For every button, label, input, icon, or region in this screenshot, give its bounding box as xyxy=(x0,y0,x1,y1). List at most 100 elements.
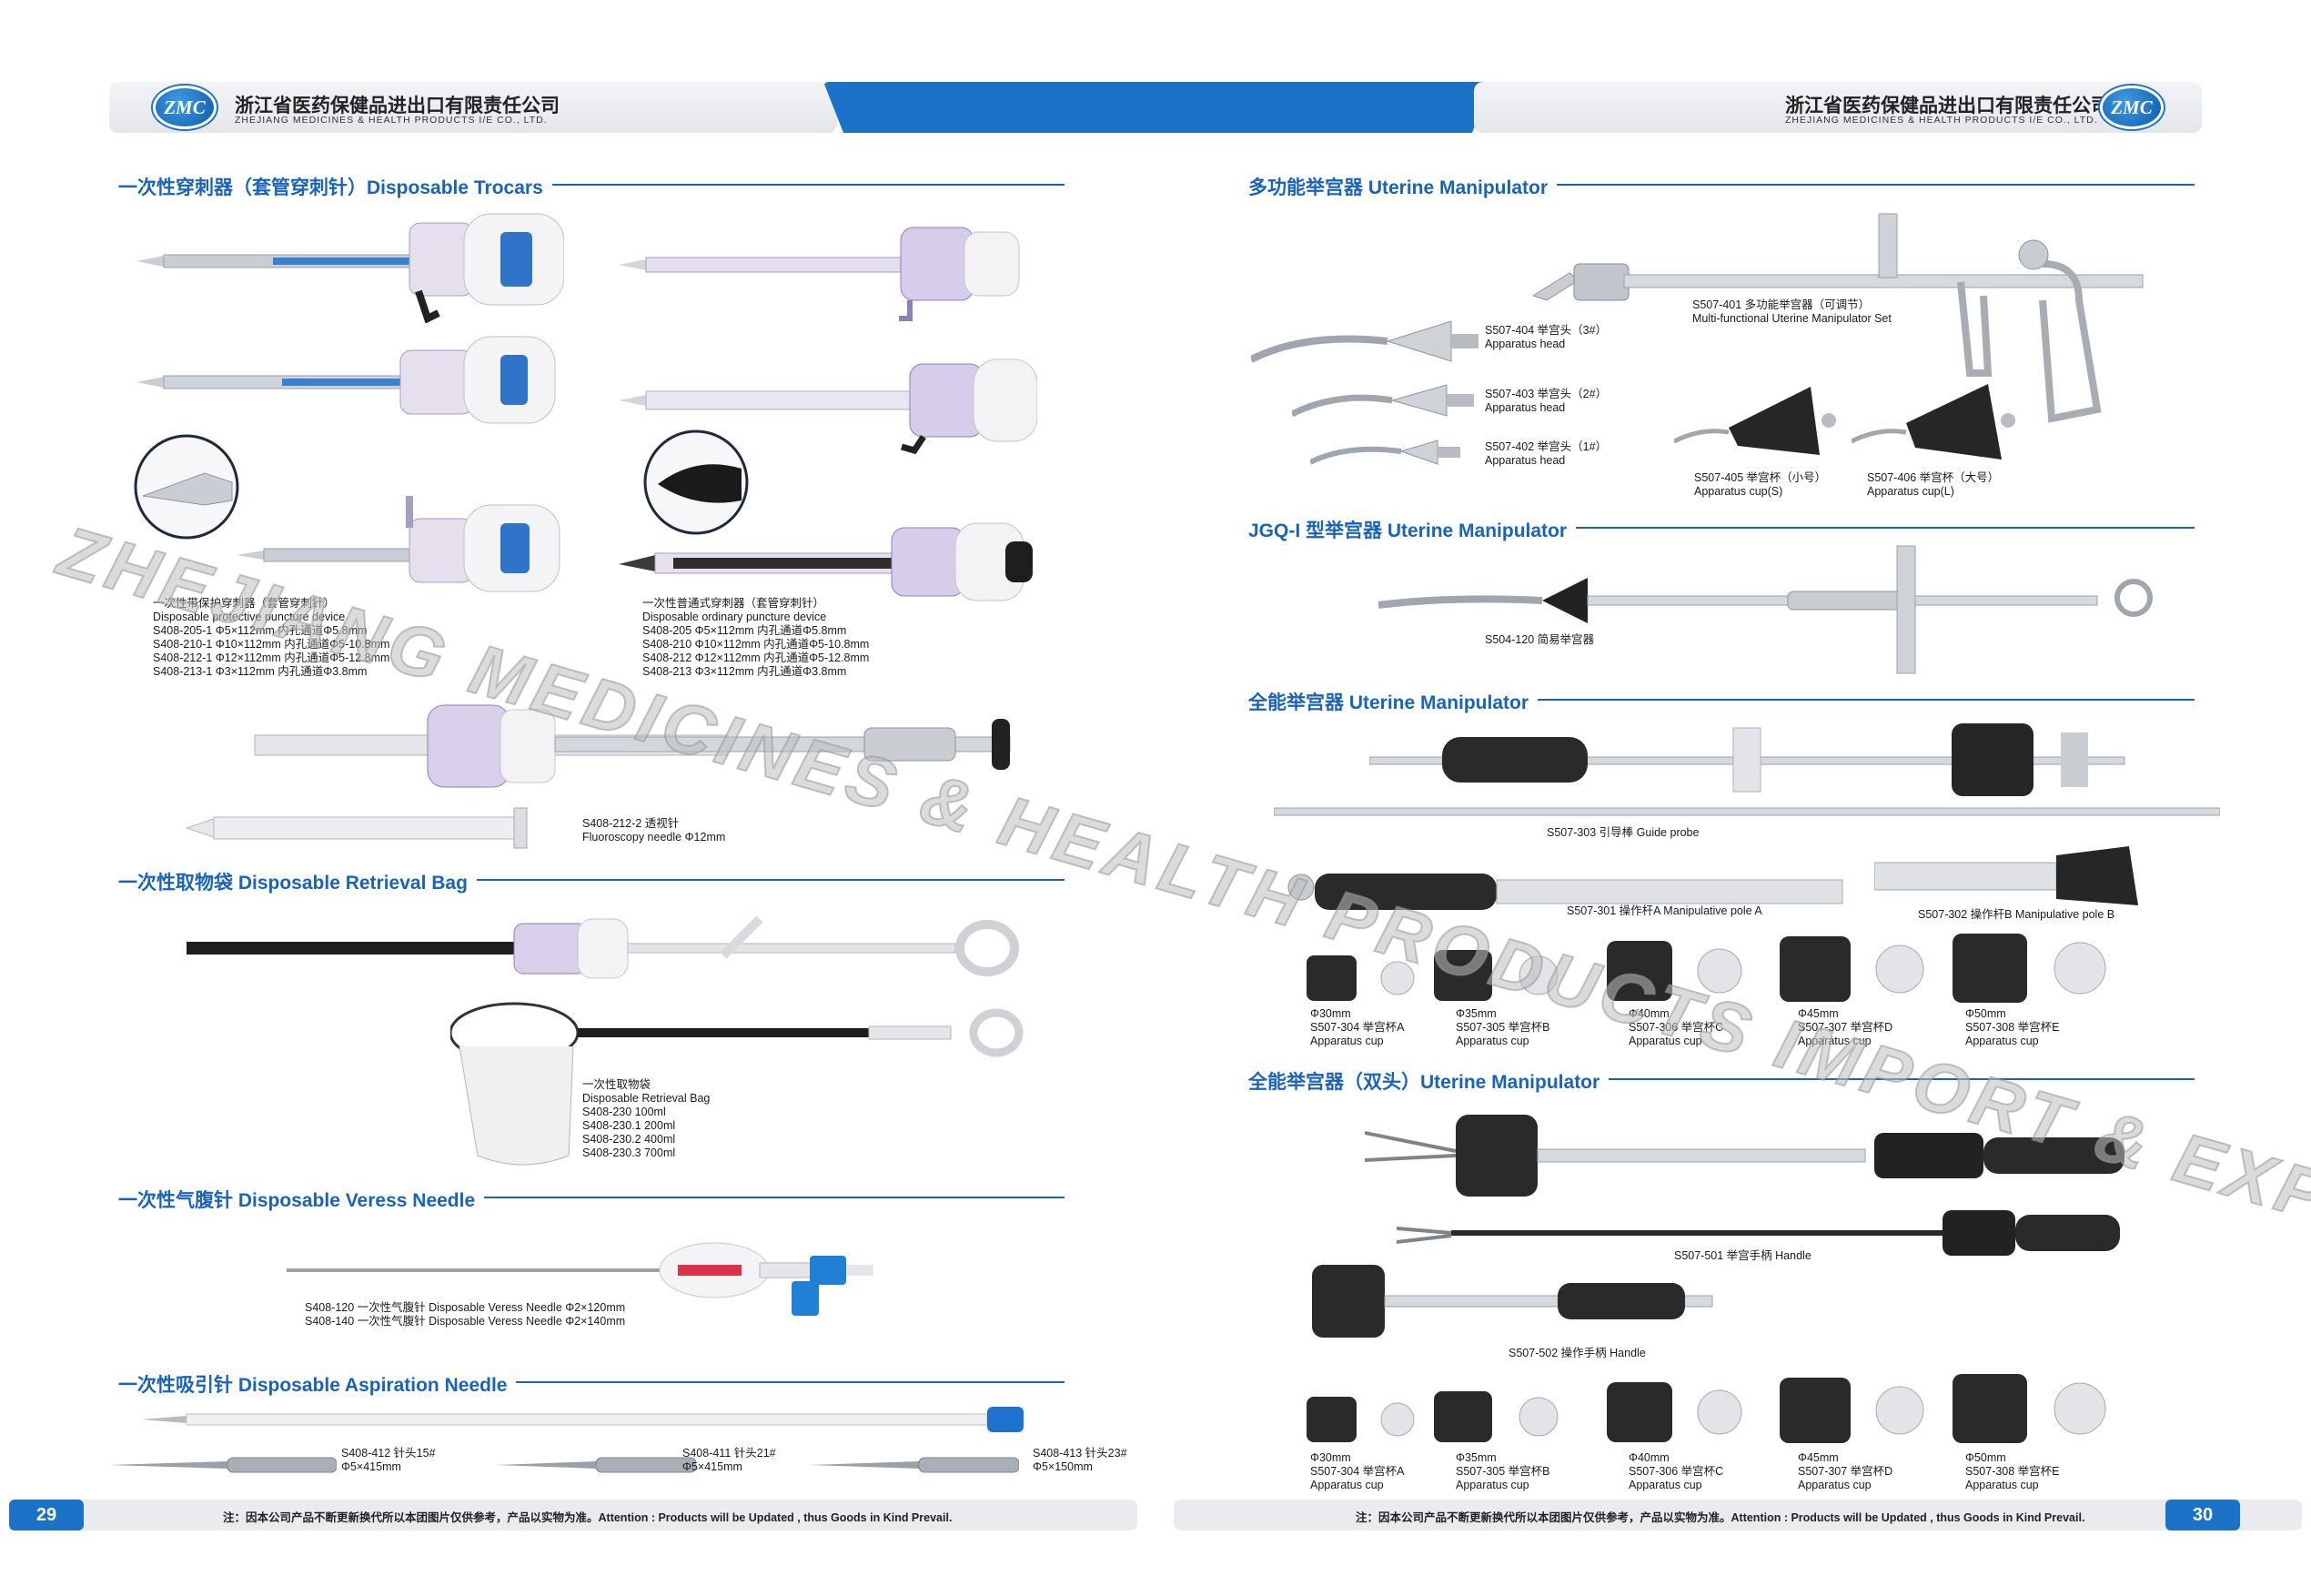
apparatus-cup-small-image xyxy=(1674,382,1838,464)
caption-aspiration-413: S408-413 针头23#Φ5×150mm xyxy=(1033,1447,1127,1473)
apparatus-cup-d-image xyxy=(1780,1374,1934,1447)
footer-bar-left xyxy=(9,1500,1137,1530)
apparatus-cup-c-image xyxy=(1607,1379,1752,1446)
page-number-right: 30 xyxy=(2165,1500,2240,1530)
apparatus-cup-b-image xyxy=(1434,1388,1570,1446)
caption-guide-probe: S507-303 引导棒 Guide probe xyxy=(1547,826,1700,839)
caption-head-402: S507-402 举宫头（1#）Apparatus head xyxy=(1485,440,1608,467)
retrieval-bag-applicator-image xyxy=(187,887,1024,1005)
double-manipulator-handle-2-image xyxy=(1312,1256,1731,1347)
section-rule xyxy=(118,184,1065,186)
fluoroscopy-needle-image xyxy=(187,801,550,855)
section-title-aspiration-needle: 一次性吸引针 Disposable Aspiration Needle xyxy=(118,1370,517,1398)
apparatus-cup-c-image xyxy=(1607,937,1752,1005)
section-title-allround-manipulator: 全能举宫器 Uterine Manipulator xyxy=(1248,688,1539,715)
apparatus-head-2-image xyxy=(1292,378,1492,423)
caption-jgq: S504-120 简易举宫器 xyxy=(1485,633,1595,646)
section-rule xyxy=(1248,527,2195,529)
footer-note-right: 注：因本公司产品不断更新换代所以本团图片仅供参考，产品以实物为准。Attenti… xyxy=(1356,1511,2085,1524)
caption-handle-501: S507-501 举宫手柄 Handle xyxy=(1674,1249,1811,1262)
caption-handle-502: S507-502 操作手柄 Handle xyxy=(1509,1347,1646,1359)
footer-note-left: 注：因本公司产品不断更新换代所以本团图片仅供参考，产品以实物为准。Attenti… xyxy=(223,1511,953,1524)
section-title-multi-manipulator: 多功能举宫器 Uterine Manipulator xyxy=(1248,173,1558,200)
apparatus-cup-e-image xyxy=(1953,930,2116,1006)
apparatus-cup-b-image xyxy=(1434,946,1570,1005)
section-rule xyxy=(1248,1078,2195,1080)
manipulative-pole-a-image xyxy=(1283,860,1847,924)
trocar-tip-detail-1 xyxy=(132,432,241,541)
section-rule xyxy=(1248,699,2195,701)
caption-cup-405: S507-405 举宫杯（小号）Apparatus cup(S) xyxy=(1694,471,1827,498)
trocar-image-5 xyxy=(136,487,564,596)
double-manipulator-probe-image xyxy=(1397,1201,2124,1256)
guide-probe-image xyxy=(1274,803,2220,821)
caption-protective-trocar: 一次性带保护穿刺器（套管穿刺针）Disposable protective pu… xyxy=(153,597,390,678)
caption-aspiration-412: S408-412 针头15#Φ5×415mm xyxy=(341,1447,436,1473)
header-bar-left xyxy=(109,82,837,133)
section-rule xyxy=(1248,184,2195,186)
aspiration-needle-long-image xyxy=(141,1401,1051,1438)
fluoroscopy-trocar-image xyxy=(173,692,1037,801)
caption-head-404: S507-404 举宫头（3#）Apparatus head xyxy=(1485,324,1608,350)
apparatus-head-1-image xyxy=(1310,435,1492,471)
caption-veress-needle: S408-120 一次性气腹针 Disposable Veress Needle… xyxy=(305,1301,626,1328)
company-name-en-left: ZHEJIANG MEDICINES & HEALTH PRODUCTS I/E… xyxy=(235,115,548,126)
apparatus-head-3-image xyxy=(1251,314,1488,369)
apparatus-cup-d-image xyxy=(1780,933,1934,1005)
apparatus-cup-e-image xyxy=(1953,1370,2116,1447)
apparatus-cup-a-image xyxy=(1307,951,1425,1005)
trocar-image-6 xyxy=(619,510,1037,610)
multi-manipulator-set-image xyxy=(1533,209,2170,428)
apparatus-cup-a-image xyxy=(1307,1392,1425,1447)
company-name-cn-left: 浙江省医药保健品进出口有限责任公司 xyxy=(235,96,560,116)
section-title-trocars: 一次性穿刺器（套管穿刺针）Disposable Trocars xyxy=(118,173,552,200)
zmc-logo-left: ZMC xyxy=(153,86,217,129)
caption-head-403: S507-403 举宫头（2#）Apparatus head xyxy=(1485,388,1608,414)
aspiration-needle-tip-2 xyxy=(496,1451,696,1479)
trocar-tip-detail-2 xyxy=(641,428,751,537)
trocar-image-2 xyxy=(619,214,1037,323)
trocar-image-3 xyxy=(136,328,564,437)
aspiration-needle-tip-3 xyxy=(810,1451,1019,1479)
apparatus-cup-large-image xyxy=(1852,382,2015,464)
footer-bar-right xyxy=(1174,1500,2302,1530)
section-rule xyxy=(118,1197,1065,1198)
caption-aspiration-411: S408-411 针头21#Φ5×415mm xyxy=(682,1447,776,1473)
section-title-veress-needle: 一次性气腹针 Disposable Veress Needle xyxy=(118,1186,485,1213)
caption-pole-b: S507-302 操作杆B Manipulative pole B xyxy=(1918,908,2115,921)
page-number-left: 29 xyxy=(9,1500,84,1530)
section-title-retrieval-bag: 一次性取物袋 Disposable Retrieval Bag xyxy=(118,868,477,895)
header-bar-right xyxy=(1474,82,2202,133)
caption-pole-a: S507-301 操作杆A Manipulative pole A xyxy=(1567,904,1762,917)
zmc-logo-right: ZMC xyxy=(2100,86,2164,129)
trocar-image-4 xyxy=(619,346,1037,455)
caption-multi-set: S507-401 多功能举宫器（可调节）Multi-functional Ute… xyxy=(1692,298,1892,325)
section-rule xyxy=(118,879,1065,881)
jgq-manipulator-image xyxy=(1378,541,2170,678)
double-manipulator-handle-1-image xyxy=(1365,1106,2129,1206)
section-title-double-manipulator: 全能举宫器（双头）Uterine Manipulator xyxy=(1248,1067,1610,1095)
manipulative-pole-b-image xyxy=(1874,846,2138,910)
trocar-image-1 xyxy=(136,205,564,323)
allround-assembled-image xyxy=(1369,719,2143,801)
section-title-jgq-manipulator: JGQ-I 型举宫器 Uterine Manipulator xyxy=(1248,516,1577,543)
caption-cup-406: S507-406 举宫杯（大号）Apparatus cup(L) xyxy=(1867,471,2000,498)
header-center-banner xyxy=(823,82,1492,133)
caption-ordinary-trocar: 一次性普通式穿刺器（套管穿刺针）Disposable ordinary punc… xyxy=(642,597,870,678)
aspiration-needle-tip-1 xyxy=(109,1451,337,1479)
company-name-en-right: ZHEJIANG MEDICINES & HEALTH PRODUCTS I/E… xyxy=(1785,115,2098,126)
company-name-cn-right: 浙江省医药保健品进出口有限责任公司 xyxy=(1785,96,2110,116)
section-rule xyxy=(118,1381,1065,1383)
